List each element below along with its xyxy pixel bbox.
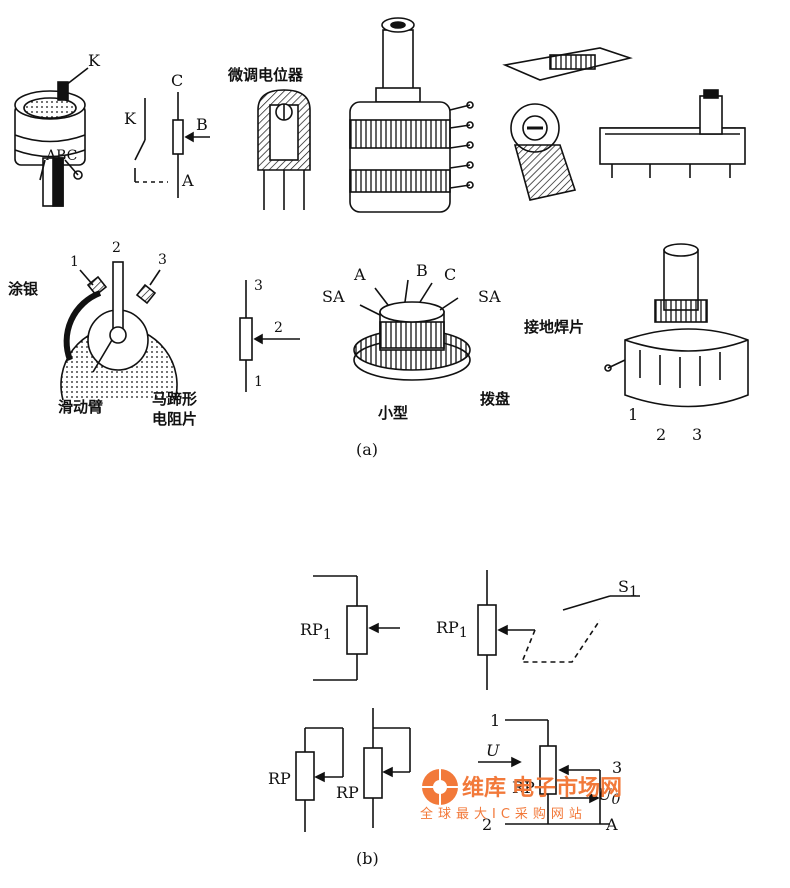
label-horseshoe-line1: 马蹄形 bbox=[152, 390, 197, 408]
label-small-sa-left: SA bbox=[322, 287, 345, 306]
label-symbol-t1: 1 bbox=[254, 374, 263, 390]
caption-b: (b) bbox=[356, 849, 379, 868]
rp1-rheostat-left bbox=[313, 575, 400, 681]
label-divider-a: A bbox=[605, 815, 618, 834]
label-symbol-b: B bbox=[196, 115, 208, 134]
label-dial: 拨盘 bbox=[480, 390, 510, 408]
caption-a: (a) bbox=[356, 440, 378, 459]
label-small-a: A bbox=[353, 265, 366, 284]
label-symbol-k: K bbox=[124, 109, 137, 128]
label-ground-tab: 接地焊片 bbox=[524, 318, 584, 336]
watermark-logo bbox=[422, 769, 458, 805]
label-symbol-t2: 2 bbox=[274, 320, 283, 336]
label-trimmer-title: 微调电位器 bbox=[227, 66, 304, 84]
label-ground-t1: 1 bbox=[628, 405, 638, 424]
label-symbol-t3: 3 bbox=[254, 278, 263, 294]
label-divider-u-out: U0 bbox=[598, 785, 620, 808]
label-switch-s1: S1 bbox=[618, 577, 638, 600]
carbon-potentiometer-internal bbox=[60, 261, 178, 401]
label-carbon-t1: 1 bbox=[70, 254, 79, 270]
label-rp1-right: RP1 bbox=[436, 618, 468, 641]
label-switch-k: K bbox=[88, 51, 101, 70]
label-divider-t1: 1 bbox=[490, 711, 500, 730]
rotary-potentiometer-drawing bbox=[349, 17, 474, 213]
slide-potentiometer-drawing bbox=[502, 47, 746, 201]
label-divider-u-in: U bbox=[486, 741, 500, 760]
label-divider-rp: RP bbox=[512, 778, 535, 797]
potentiometer-symbol bbox=[239, 280, 300, 392]
label-rp-a: RP bbox=[268, 769, 291, 788]
small-potentiometer-drawing bbox=[353, 279, 471, 381]
label-silver-coating: 涂银 bbox=[8, 280, 39, 298]
label-symbol-c: C bbox=[171, 71, 183, 90]
label-ground-t2: 2 bbox=[656, 425, 666, 444]
rp-rheostat-b bbox=[363, 708, 411, 828]
label-terminals-abc: ABC bbox=[45, 148, 77, 164]
trimmer-potentiometer-drawing bbox=[257, 89, 311, 210]
label-divider-t2: 2 bbox=[482, 815, 492, 834]
watermark-slogan: 全球最大IC采购网站 bbox=[420, 806, 587, 822]
label-slider-arm: 滑动臂 bbox=[58, 398, 103, 416]
label-small-c: C bbox=[444, 265, 456, 284]
switch-potentiometer-drawing bbox=[14, 67, 89, 207]
label-divider-t3: 3 bbox=[612, 758, 622, 777]
label-horseshoe-line2: 电阻片 bbox=[152, 410, 197, 428]
watermark-site: 电子市场网 bbox=[512, 775, 622, 801]
label-ground-t3: 3 bbox=[692, 425, 702, 444]
label-small-caption: 小型 bbox=[378, 404, 408, 422]
label-carbon-t2: 2 bbox=[112, 240, 121, 256]
label-small-sa-right: SA bbox=[478, 287, 501, 306]
watermark-brand: 维库 bbox=[462, 775, 506, 801]
label-carbon-t3: 3 bbox=[158, 252, 167, 268]
label-symbol-a: A bbox=[181, 171, 194, 190]
rp-rheostat-a bbox=[295, 727, 344, 832]
ground-tab-potentiometer-drawing bbox=[604, 243, 749, 408]
voltage-divider bbox=[478, 719, 610, 825]
rp1-with-switch bbox=[477, 570, 640, 690]
label-rp1-left: RP1 bbox=[300, 620, 332, 643]
label-rp-b: RP bbox=[336, 783, 359, 802]
pot-with-switch-symbol bbox=[134, 92, 210, 198]
label-small-b: B bbox=[416, 261, 428, 280]
